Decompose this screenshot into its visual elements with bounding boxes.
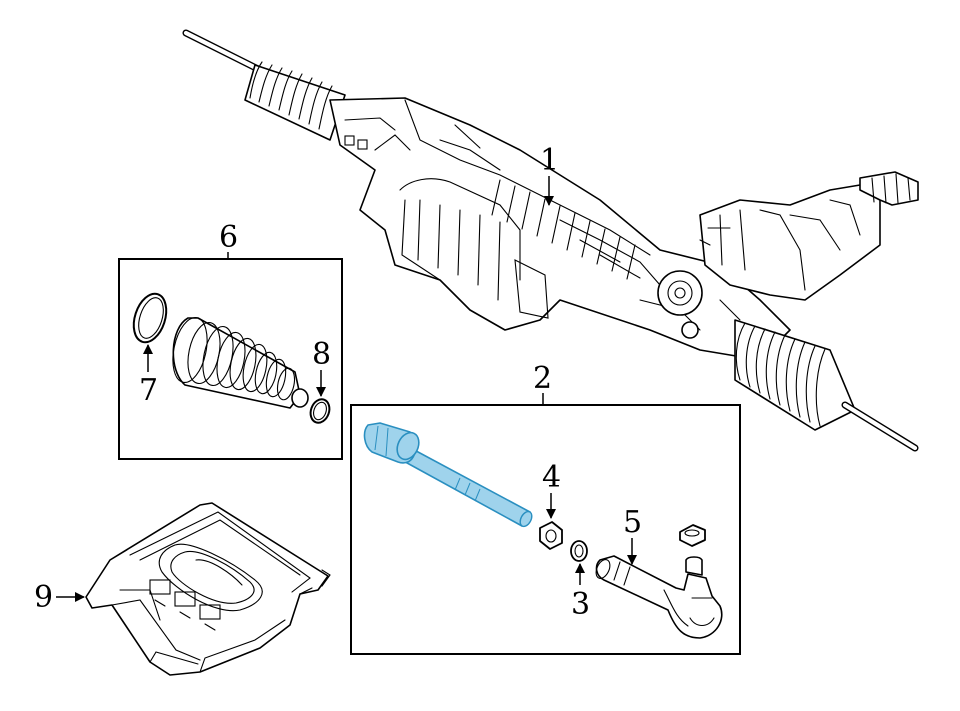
right-bellows	[734, 319, 856, 431]
callout-5: 5	[623, 505, 642, 540]
outer-tie-rod-end[interactable]	[593, 555, 723, 639]
callout-4: 4	[542, 460, 561, 495]
clamp-ring[interactable]	[128, 290, 172, 347]
callout-1: 1	[540, 143, 559, 178]
tie-rod-kit-box	[350, 404, 741, 655]
bushing[interactable]	[570, 540, 588, 562]
bellows-boot[interactable]	[167, 314, 309, 409]
callout-3: 3	[571, 587, 590, 622]
steering-gear-assembly[interactable]	[182, 29, 919, 452]
bellows-kit-box	[118, 258, 343, 460]
callout-2: 2	[533, 361, 552, 396]
stud-nut[interactable]	[679, 524, 706, 547]
callout-9: 9	[34, 580, 53, 615]
left-bellows	[244, 61, 346, 141]
callout-8: 8	[312, 337, 331, 372]
callout-7: 7	[139, 373, 158, 408]
callout-6: 6	[219, 220, 238, 255]
small-clamp-ring[interactable]	[307, 397, 332, 426]
inner-tie-rod[interactable]	[363, 422, 535, 528]
splash-shield[interactable]	[85, 502, 331, 676]
jam-nut[interactable]	[539, 521, 563, 550]
